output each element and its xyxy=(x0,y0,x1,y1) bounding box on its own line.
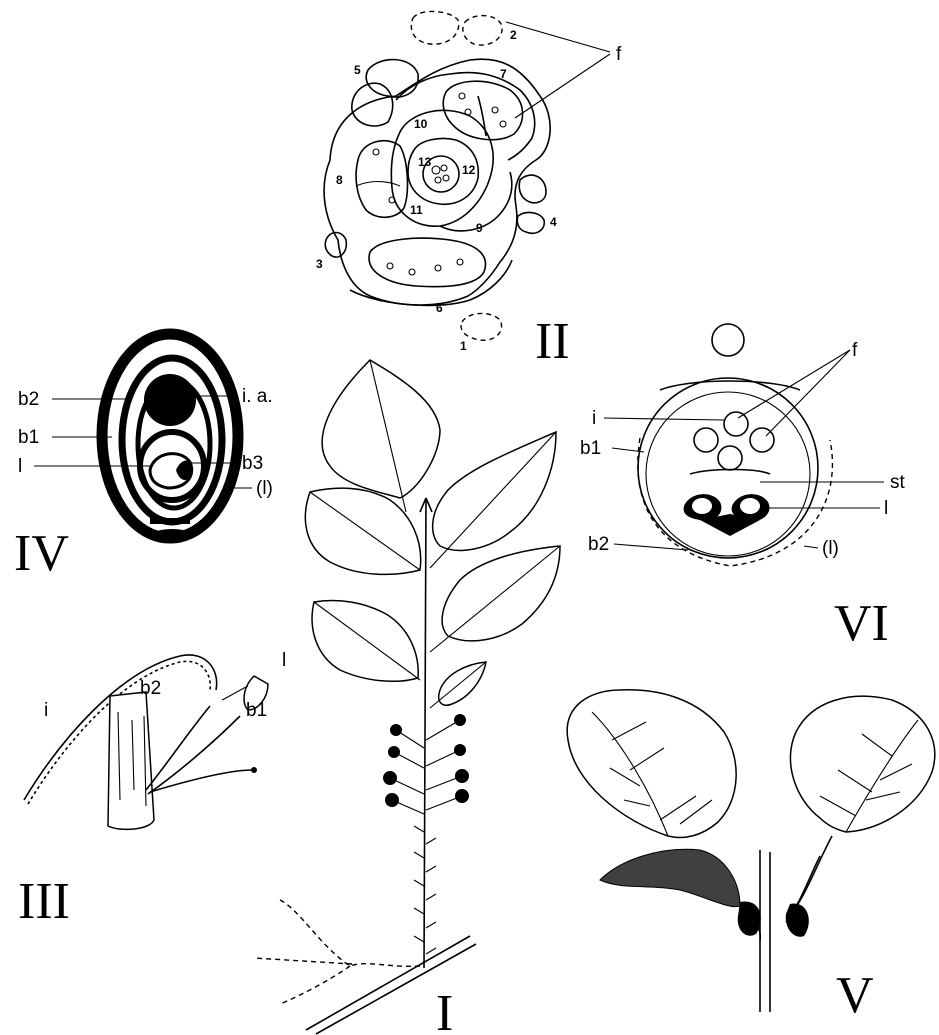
figure-label-vi: VI xyxy=(834,595,889,652)
panel-iii-label-b1: b1 xyxy=(246,700,267,721)
panel-iv-label-b1: b1 xyxy=(18,427,39,448)
figure-label-iii: III xyxy=(18,873,70,930)
scale-number-5: 5 xyxy=(354,63,361,77)
panel-iv-bud-section xyxy=(34,334,252,541)
panel-iv-label-b2: b2 xyxy=(18,389,39,410)
panel-iv-label-l: l xyxy=(18,456,22,477)
panel-vi-label-f: f xyxy=(852,340,858,361)
panel-ii-label-f: f xyxy=(616,44,622,65)
scale-number-2: 2 xyxy=(510,28,517,42)
panel-iv-label-l-paren: (l) xyxy=(256,478,273,499)
figure-label-iv: IV xyxy=(14,525,69,582)
scale-number-1: 1 xyxy=(460,339,467,353)
scale-number-11: 11 xyxy=(410,203,423,217)
flower-bud-dots xyxy=(383,714,469,814)
scale-number-7: 7 xyxy=(500,67,507,81)
scale-number-4: 4 xyxy=(550,215,557,229)
panel-vi-label-i: i xyxy=(592,408,596,429)
scale-number-13: 13 xyxy=(418,155,432,169)
panel-iii-label-l: l xyxy=(282,650,286,671)
figure-label-v: V xyxy=(836,967,874,1024)
panel-v-opening-shoots xyxy=(567,690,935,1012)
panel-iv-label-ia: i. a. xyxy=(242,386,273,407)
figure-label-i: I xyxy=(436,985,453,1035)
scale-number-6: 6 xyxy=(436,301,443,315)
scale-number-9: 9 xyxy=(476,221,483,235)
panel-iv-label-b3: b3 xyxy=(242,453,263,474)
scale-number-10: 10 xyxy=(414,117,428,131)
panel-iii-label-b2: b2 xyxy=(140,678,161,699)
panel-iii-label-i: i xyxy=(44,700,48,721)
panel-vi-label-l-paren: (l) xyxy=(822,538,839,559)
scale-number-8: 8 xyxy=(336,173,343,187)
panel-i-branch-diagram xyxy=(254,360,560,1034)
scale-number-12: 12 xyxy=(462,163,476,177)
panel-vi-label-b1: b1 xyxy=(580,438,601,459)
panel-vi-floral-diagram xyxy=(604,324,884,566)
panel-vi-label-st: st xyxy=(890,472,906,493)
scale-number-3: 3 xyxy=(316,257,323,271)
panel-vi-label-l: l xyxy=(884,498,888,519)
panel-vi-label-b2: b2 xyxy=(588,534,609,555)
figure-label-ii: II xyxy=(535,313,570,370)
